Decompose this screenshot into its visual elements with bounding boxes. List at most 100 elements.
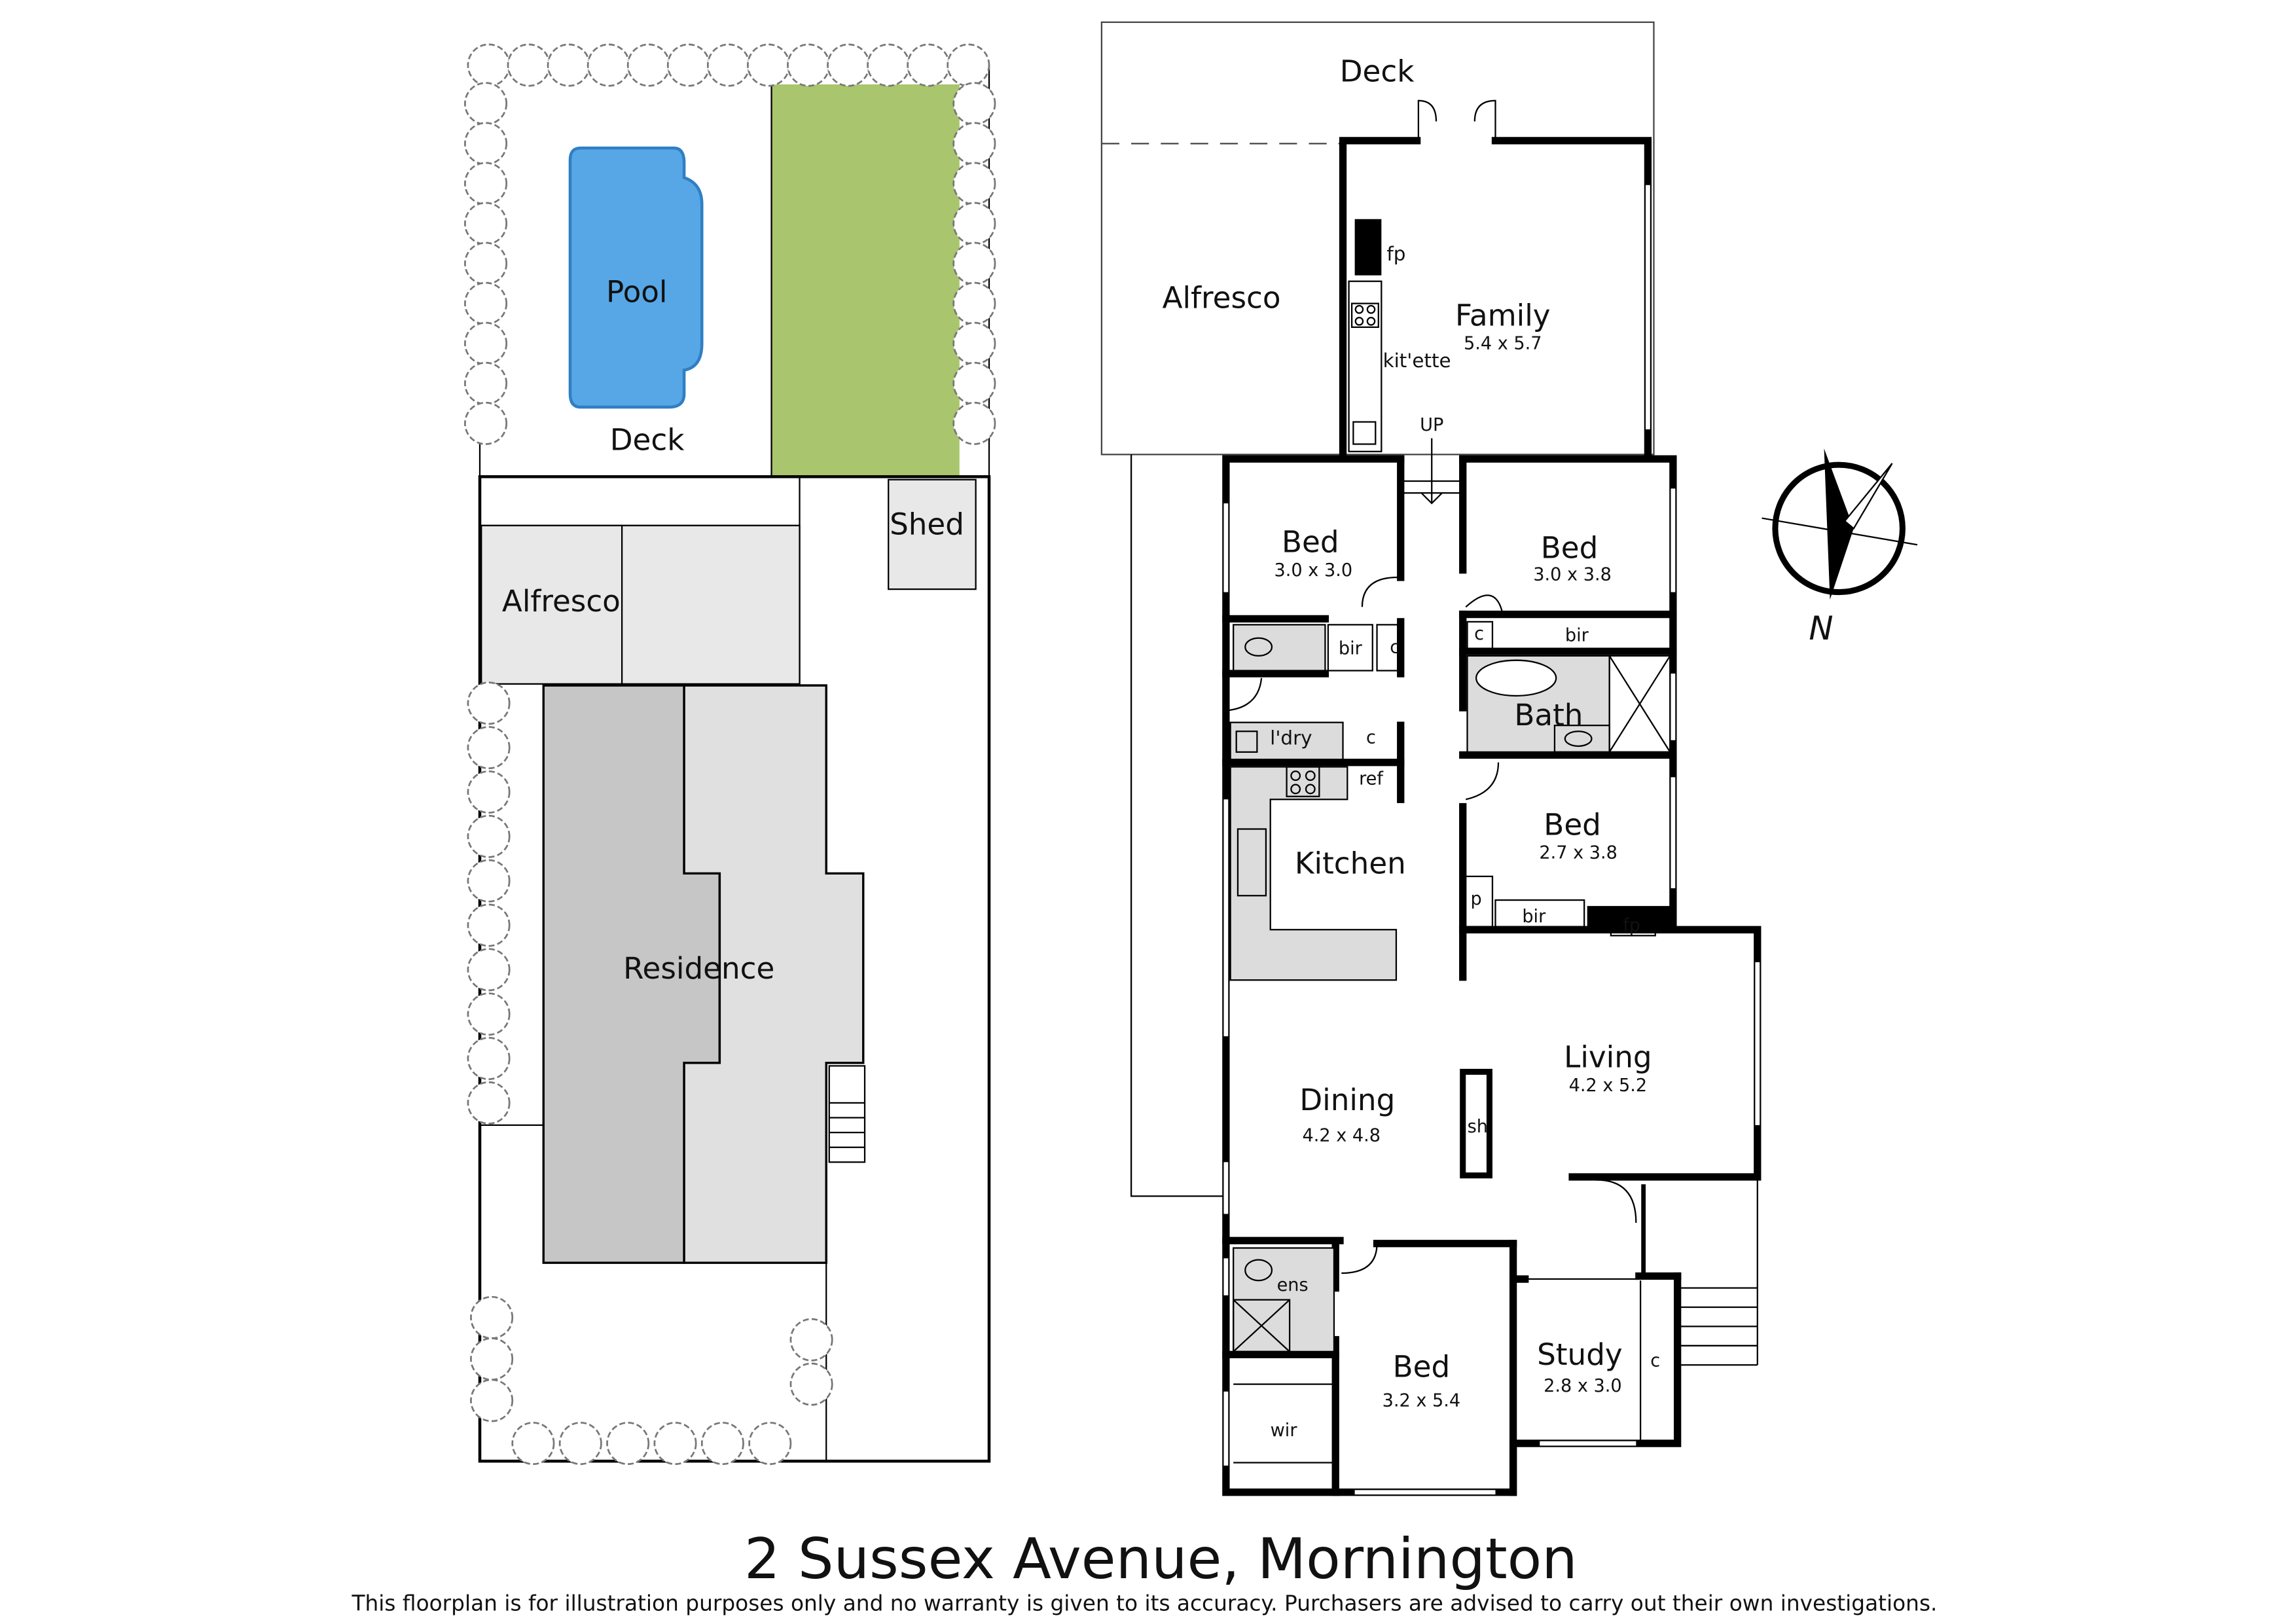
bir2-label: bir: [1565, 625, 1589, 645]
bir3-label: bir: [1522, 907, 1546, 927]
deck-label: Deck: [1340, 54, 1415, 88]
kitette-label: kit'ette: [1383, 350, 1451, 372]
wir-label: wir: [1271, 1420, 1298, 1441]
bir-cupboard: [1327, 624, 1373, 672]
tree-icon: [464, 401, 508, 445]
lawn: [771, 84, 960, 477]
tree-icon: [952, 321, 996, 365]
residence-label: Residence: [623, 951, 774, 986]
study-size: 2.8 x 3.0: [1544, 1376, 1622, 1396]
tree-icon: [470, 1295, 514, 1339]
family-fp-label: fp: [1386, 243, 1405, 265]
toilet-icon: [1244, 637, 1273, 657]
basin-icon: [1564, 731, 1593, 747]
bath-label: Bath: [1514, 698, 1583, 732]
wc-area: [1233, 624, 1326, 672]
cooktop-icon: [1350, 302, 1379, 328]
sh-label: sh: [1468, 1117, 1488, 1137]
study-label: Study: [1537, 1337, 1623, 1372]
tree-icon: [952, 122, 996, 166]
sink-icon: [1352, 421, 1377, 445]
site-deck-label: Deck: [610, 423, 685, 458]
windows: [1223, 488, 1760, 1495]
kitchen-bench: [1229, 766, 1398, 981]
tree-icon: [700, 1422, 744, 1466]
residence-steps: [828, 1065, 866, 1163]
compass-north-label: N: [1809, 609, 1833, 647]
laundry-label: l'dry: [1270, 727, 1312, 749]
tree-icon: [470, 1337, 514, 1381]
bathtub-icon: [1475, 659, 1557, 697]
tree-icon: [464, 242, 508, 285]
exterior-wall: [1459, 455, 1762, 1181]
tree-icon: [952, 242, 996, 285]
tree-icon: [907, 43, 950, 87]
tree-icon: [587, 43, 630, 87]
tree-icon: [464, 82, 508, 126]
disclaimer: This floorplan is for illustration purpo…: [352, 1591, 1938, 1616]
site-plan: Pool Deck Shed Alfresco Residence: [464, 43, 996, 1466]
ens-label: ens: [1277, 1275, 1309, 1295]
kitchenette-bench: [1348, 280, 1382, 452]
tree-icon: [467, 1037, 511, 1081]
stairs-up-label: UP: [1420, 415, 1443, 435]
tree-icon: [952, 281, 996, 325]
tree-icon: [706, 43, 750, 87]
laundry-area: [1229, 721, 1344, 761]
tree-icon: [507, 43, 551, 87]
alfresco-area: [480, 524, 623, 685]
ref-label: ref: [1359, 769, 1384, 789]
c-cupboard: [1376, 624, 1399, 672]
kitchen-label: Kitchen: [1295, 846, 1406, 880]
c1-label: c: [1390, 637, 1400, 657]
tree-icon: [464, 321, 508, 365]
living-fp-label: fp: [1623, 916, 1640, 936]
shower-wall: [1460, 1068, 1492, 1179]
kitchen-sink-icon: [1237, 828, 1267, 897]
shower-icon: [1608, 655, 1671, 753]
bir1-label: bir: [1339, 639, 1363, 659]
dining-size: 4.2 x 4.8: [1302, 1126, 1381, 1146]
tree-icon: [952, 202, 996, 245]
fireplace-hearth: [1610, 914, 1656, 937]
alfresco-label: Alfresco: [1163, 280, 1281, 315]
stairs-icon: [1400, 438, 1463, 505]
entry-steps: [1680, 1180, 1758, 1366]
laundry-tub-icon: [1235, 731, 1258, 753]
tree-icon: [464, 361, 508, 405]
tree-icon: [947, 43, 990, 87]
fireplace: [1587, 906, 1671, 930]
floor-plan: Deck Alfresco fp kit'ette Family 5.4 x 5…: [1100, 21, 1918, 1496]
bed4-label: Bed: [1393, 1349, 1451, 1384]
door-swings: [1225, 576, 1637, 1274]
tree-icon: [470, 1379, 514, 1422]
alfresco-roof: [621, 524, 801, 685]
tree-icon: [606, 1422, 650, 1466]
tree-icon: [952, 82, 996, 126]
bed1-size: 3.0 x 3.0: [1274, 560, 1353, 581]
tree-icon: [464, 122, 508, 166]
tree-icon: [789, 1362, 833, 1406]
tree-icon: [666, 43, 710, 87]
tree-icon: [511, 1422, 555, 1466]
living-label: Living: [1564, 1040, 1652, 1075]
french-door: [1417, 99, 1496, 141]
tree-icon: [747, 43, 791, 87]
tree-icon: [653, 1422, 697, 1466]
bed3-size: 2.7 x 3.8: [1539, 843, 1617, 863]
shed: [888, 478, 977, 590]
shed-label: Shed: [890, 507, 964, 541]
tree-icon: [467, 814, 511, 858]
site-alfresco-label: Alfresco: [502, 584, 621, 619]
cooktop-icon: [1286, 766, 1320, 797]
compass-icon: N: [1762, 448, 1918, 647]
tree-icon: [464, 281, 508, 325]
tree-icon: [467, 43, 511, 87]
bed3-label: Bed: [1544, 808, 1601, 842]
tree-icon: [467, 1081, 511, 1125]
tree-icon: [467, 770, 511, 814]
tree-icon: [467, 903, 511, 947]
tree-icon: [952, 361, 996, 405]
dining-label: Dining: [1299, 1083, 1395, 1117]
